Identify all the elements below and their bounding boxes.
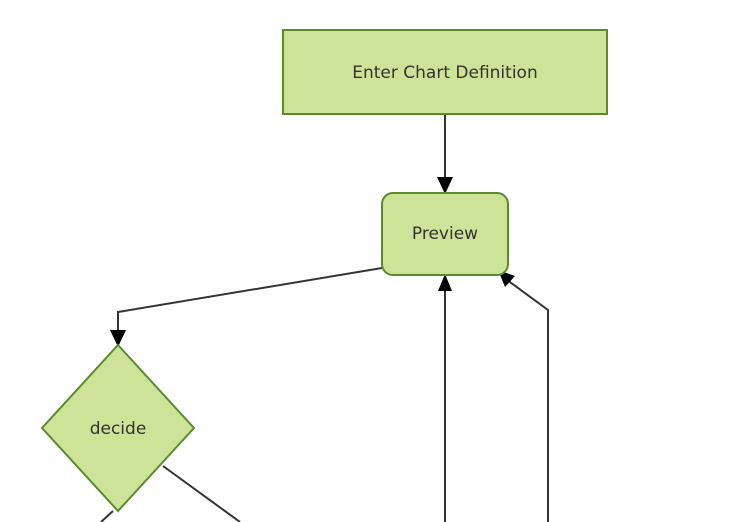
node-enter-chart-definition[interactable]: Enter Chart Definition: [282, 29, 608, 115]
edge-layer: [100, 114, 549, 522]
arrowhead-down-into-preview-top: [437, 177, 453, 194]
node-preview[interactable]: Preview: [381, 192, 509, 276]
arrowhead-down-into-decide-top: [110, 330, 126, 347]
edge-bottom-right-to-preview[interactable]: [498, 270, 549, 522]
edge-bottom-center-to-preview[interactable]: [438, 274, 452, 522]
node-layer: Enter Chart Definition Preview decide: [40, 29, 608, 513]
edge-decide-bottom-right[interactable]: [162, 465, 241, 522]
node-preview-label: Preview: [412, 224, 478, 244]
node-decide-shape: [40, 343, 196, 513]
node-decide[interactable]: decide: [40, 343, 196, 513]
edge-decide-bottom-left[interactable]: [100, 510, 114, 522]
node-enter-chart-definition-shape: [282, 29, 608, 115]
edge-bottom-right-to-preview-path: [502, 276, 549, 522]
node-preview-shape: [381, 192, 509, 276]
arrowhead-up-into-preview-bottom-center: [438, 274, 452, 291]
node-enter-chart-definition-label: Enter Chart Definition: [352, 63, 537, 83]
edge-enter-to-preview[interactable]: [437, 114, 453, 194]
edge-preview-to-decide-path: [117, 267, 383, 339]
edge-preview-to-decide[interactable]: [110, 267, 383, 347]
node-decide-label: decide: [90, 419, 147, 439]
edge-decide-bottom-left-path: [100, 510, 114, 522]
edge-decide-bottom-right-path: [162, 465, 241, 522]
